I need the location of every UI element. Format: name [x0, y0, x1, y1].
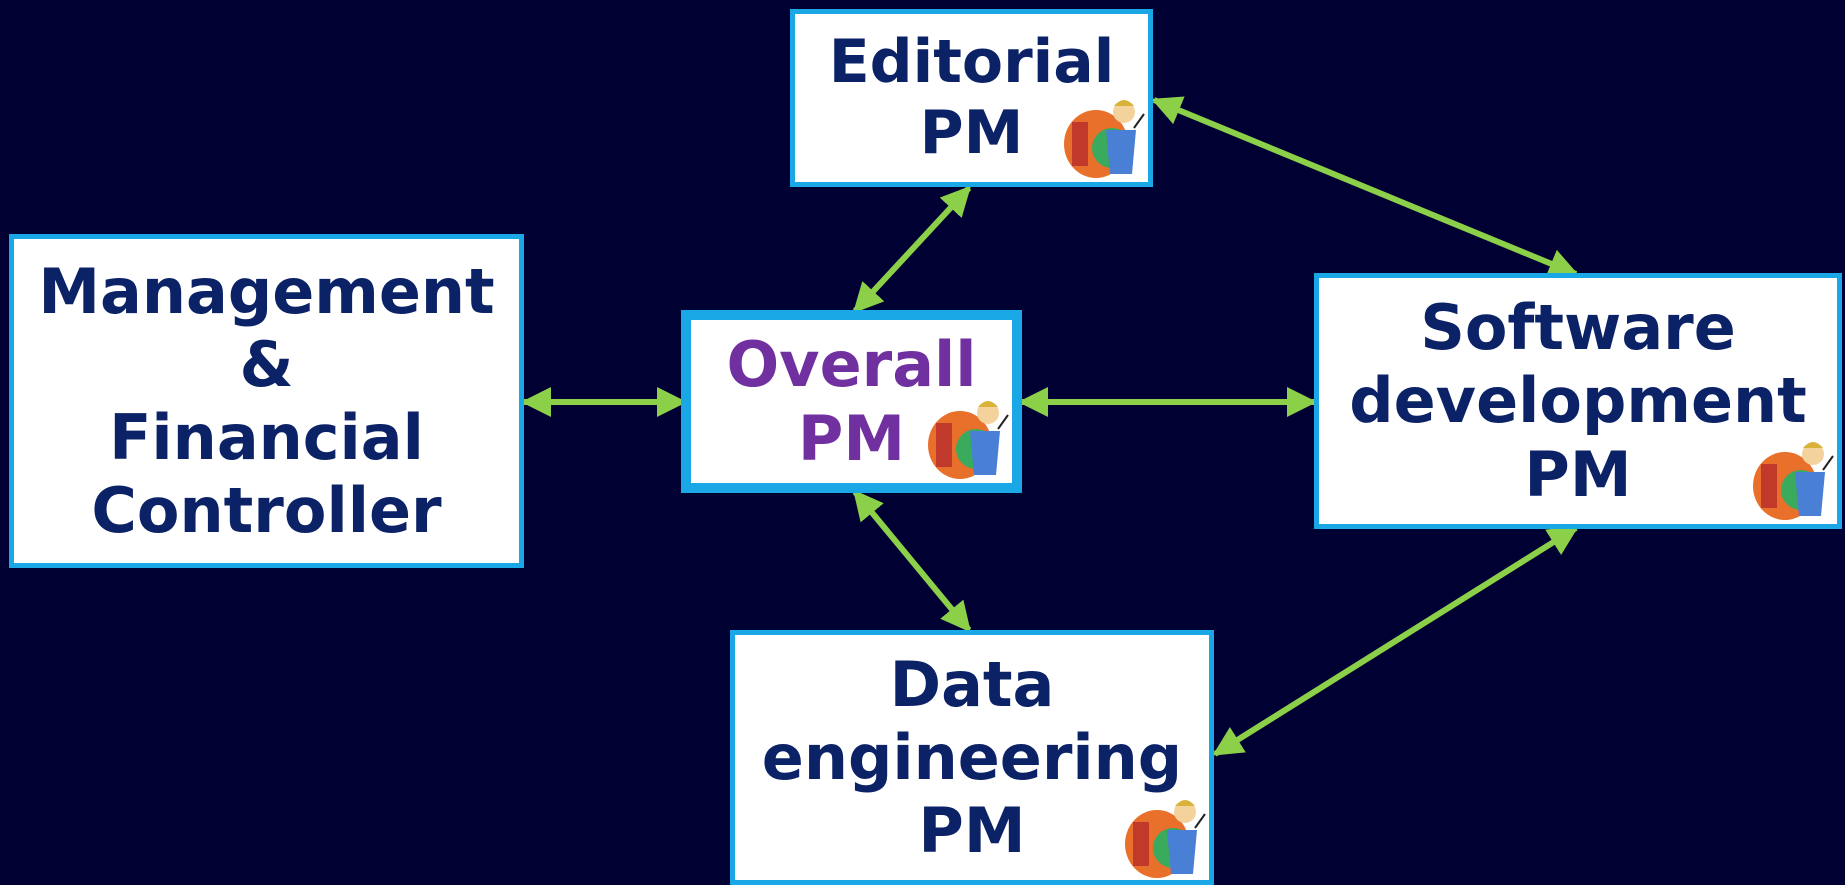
arrow-overall-data: [852, 489, 972, 633]
overall-line-2: PM: [797, 401, 906, 475]
software-line-2: development: [1349, 364, 1807, 438]
arrow-editorial-software: [1151, 96, 1579, 278]
node-overall-pm: Overall PM: [681, 310, 1022, 493]
conductor-clipart-icon: [1753, 442, 1834, 520]
management-line-4: Controller: [91, 474, 442, 548]
conductor-clipart-icon: [928, 401, 1009, 479]
software-line-1: Software: [1420, 291, 1736, 365]
management-line-1: Management: [38, 254, 495, 328]
data-line-3: PM: [918, 794, 1026, 868]
arrow-software-data: [1212, 525, 1579, 757]
conductor-clipart-icon: [1064, 100, 1145, 178]
software-line-3: PM: [1524, 437, 1632, 511]
overall-line-1: Overall: [726, 328, 977, 402]
arrow-overall-editorial: [852, 185, 972, 314]
data-line-2: engineering: [761, 720, 1183, 794]
editorial-line-2: PM: [919, 98, 1024, 168]
editorial-line-1: Editorial: [828, 27, 1115, 98]
management-line-3: Financial: [109, 401, 424, 474]
node-software-development-pm: Software development PM: [1314, 273, 1842, 529]
node-management-financial-controller: Management & Financial Controller: [9, 234, 524, 568]
node-data-engineering-pm: Data engineering PM: [730, 630, 1214, 885]
data-line-1: Data: [889, 647, 1055, 721]
conductor-clipart-icon: [1125, 800, 1206, 878]
node-editorial-pm: Editorial PM: [790, 9, 1153, 187]
management-line-2: &: [239, 327, 294, 401]
